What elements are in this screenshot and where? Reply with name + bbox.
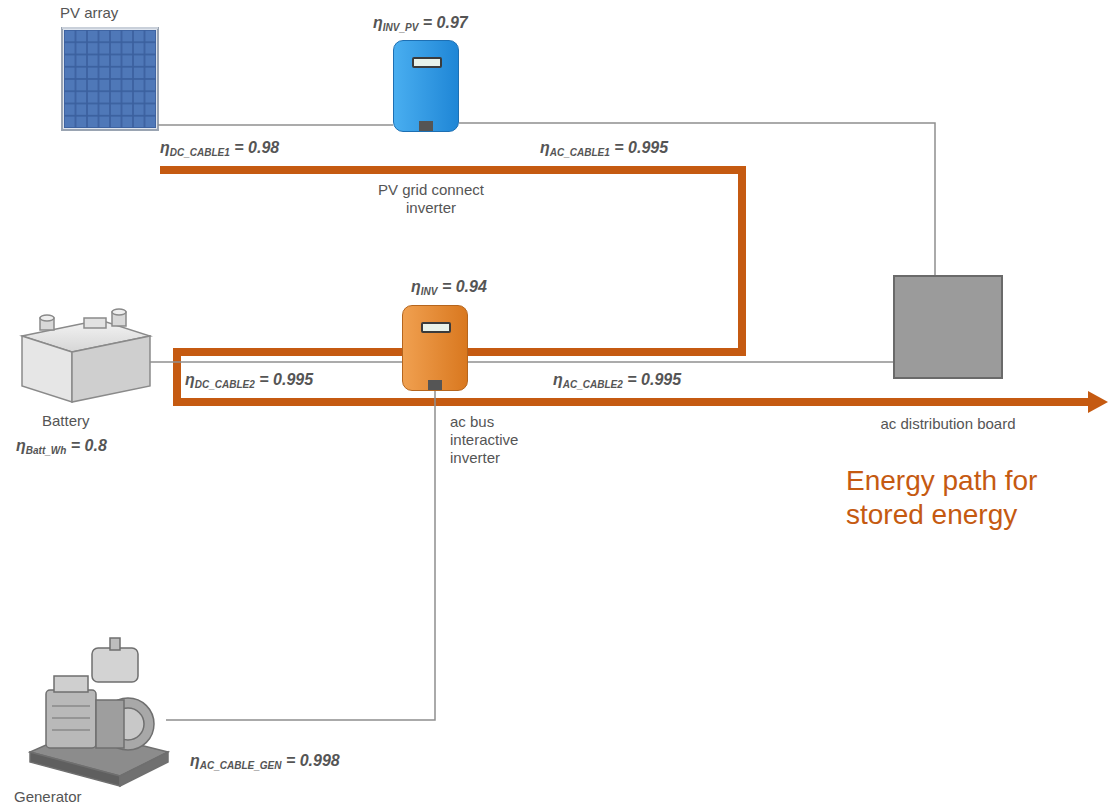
battery-picture-box: BatteryηBatt_Wh = 0.8 — [18, 310, 152, 406]
energy-path — [160, 170, 1108, 413]
inverter-display — [412, 57, 442, 68]
efficiency-value: ηBatt_Wh = 0.8 — [16, 436, 107, 457]
generator-picture-box: Generator — [28, 632, 170, 788]
cable-efficiency: ηAC_CABLE_GEN = 0.998 — [190, 752, 340, 771]
inverter-display — [421, 322, 451, 333]
distribution-board: ac distribution board — [893, 275, 1003, 379]
battery-picture — [22, 309, 150, 402]
inverter-box: ηINV_PV = 0.97PV grid connect inverter — [393, 40, 459, 132]
path-caption: Energy path for stored energy — [846, 464, 1086, 531]
cable-efficiency: ηDC_CABLE1 = 0.98 — [160, 139, 279, 158]
efficiency-value: ηINV = 0.94 — [411, 277, 487, 298]
component-name: ac distribution board — [878, 415, 1018, 433]
component-name: Battery — [42, 412, 90, 430]
pv-array-picture: PV array — [62, 28, 158, 130]
inverter-box: ηINV = 0.94ac bus interactive inverter — [402, 305, 468, 391]
cable-efficiency: ηAC_CABLE1 = 0.995 — [540, 139, 668, 158]
component-name: Generator — [14, 788, 82, 806]
inverter-terminal — [428, 380, 442, 390]
cable-line — [158, 124, 393, 126]
generator-picture — [30, 638, 168, 786]
component-name: PV grid connect inverter — [363, 181, 499, 217]
efficiency-value: ηINV_PV = 0.97 — [373, 13, 468, 34]
cable-line — [150, 361, 402, 363]
cable-efficiency: ηAC_CABLE2 = 0.995 — [553, 371, 681, 390]
cable-efficiency: ηDC_CABLE2 = 0.995 — [185, 371, 313, 390]
inverter-terminal — [419, 121, 433, 131]
cable-line — [166, 391, 435, 720]
component-name: ac bus interactive inverter — [450, 413, 550, 467]
cable-line — [459, 123, 935, 275]
component-name: PV array — [60, 4, 118, 22]
pv-panel-picture — [62, 28, 158, 130]
cable-line — [468, 361, 893, 363]
